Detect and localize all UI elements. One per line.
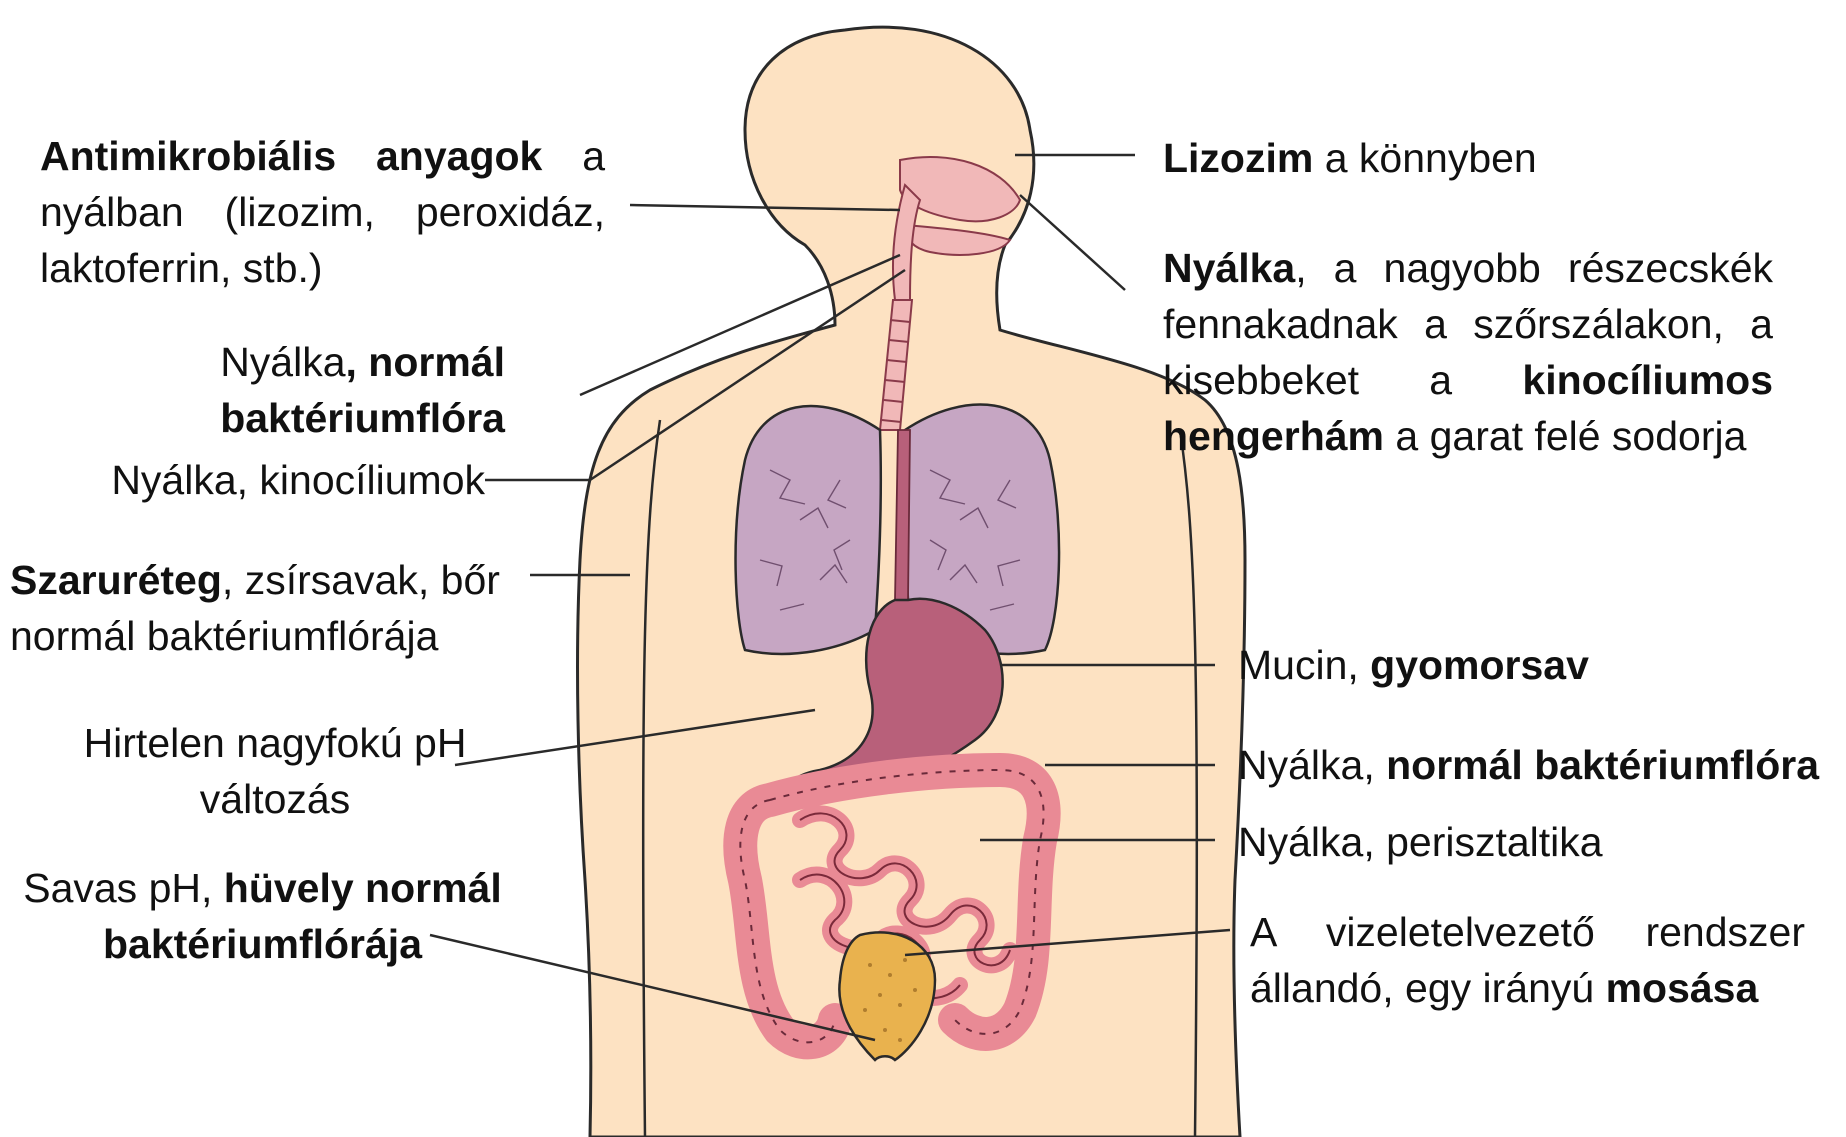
label-ph-change-text: Hirtelen nagyfokú pH változás [84, 720, 467, 822]
label-gastric-text: Mucin, [1238, 642, 1370, 688]
label-skin-bold: Szaruréteg [10, 557, 222, 603]
label-mucus-cilia-text: Nyálka, kinocíliumok [111, 457, 485, 503]
label-gastric: Mucin, gyomorsav [1238, 637, 1798, 693]
label-gastric-bold: gyomorsav [1370, 642, 1589, 688]
label-lysozyme-text: a könnyben [1313, 135, 1536, 181]
label-skin: Szaruréteg, zsírsavak, bőr normál baktér… [10, 552, 530, 664]
label-peristalsis: Nyálka, perisztaltika [1238, 814, 1798, 870]
label-nasal-mucus: Nyálka, a nagyobb részecskék fennakadnak… [1163, 240, 1773, 464]
label-vaginal: Savas pH, hüvely normál baktériumflórája [15, 860, 510, 972]
label-nasal-bold1: Nyálka [1163, 245, 1295, 291]
esophagus [895, 430, 910, 600]
label-mucus-flora-upper-text: Nyálka [220, 339, 345, 385]
label-urinary: A vizeletelvezető rendszer állandó, egy … [1250, 904, 1805, 1016]
label-ph-change: Hirtelen nagyfokú pH változás [60, 715, 490, 827]
label-antimicrobial: Antimikrobiális anyagok a nyálban (lizoz… [40, 128, 605, 296]
label-urinary-bold: mosása [1606, 965, 1759, 1011]
label-lysozyme-bold: Lizozim [1163, 135, 1313, 181]
label-intestine-flora: Nyálka, normál baktériumflóra [1238, 737, 1838, 793]
left-lung [736, 406, 881, 654]
label-vaginal-text: Savas pH, [23, 865, 224, 911]
label-lysozyme: Lizozim a könnyben [1163, 130, 1763, 186]
label-nasal-text2: a garat felé sodorja [1384, 413, 1746, 459]
label-mucus-cilia: Nyálka, kinocíliumok [20, 452, 485, 508]
label-peristalsis-text: Nyálka, perisztaltika [1238, 819, 1603, 865]
label-antimicrobial-bold: Antimikrobiális anyagok [40, 133, 542, 179]
label-intestine-flora-bold: normál baktériumflóra [1386, 742, 1819, 788]
label-intestine-flora-text: Nyálka, [1238, 742, 1386, 788]
label-mucus-flora-upper: Nyálka, normál baktériumflóra [100, 334, 505, 446]
leader-nasal [1020, 195, 1125, 290]
